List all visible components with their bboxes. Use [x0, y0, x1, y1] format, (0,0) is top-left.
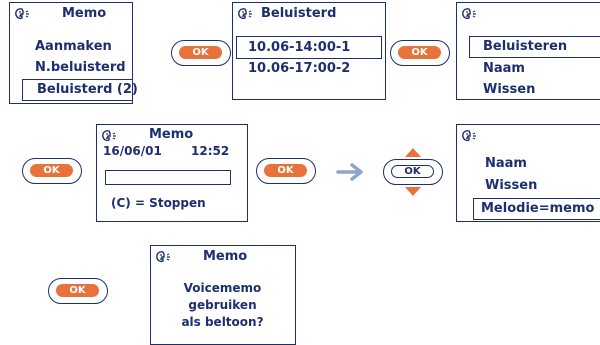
ok-key-icon: OK	[30, 164, 73, 177]
menu-item-naam[interactable]: Naam	[485, 156, 527, 171]
selected-item-frame	[469, 36, 600, 58]
speaker-face-icon	[15, 8, 29, 20]
stop-hint: (C) = Stoppen	[111, 196, 206, 210]
ok-button[interactable]: OK	[390, 40, 450, 66]
menu-item-melodie-memo[interactable]: Melodie=memo	[481, 201, 595, 216]
menu-item-aanmaken[interactable]: Aanmaken	[35, 39, 112, 54]
speaker-face-icon	[238, 8, 252, 20]
speaker-face-icon	[462, 8, 476, 20]
progress-bar	[105, 170, 231, 185]
ok-button[interactable]: OK	[171, 40, 231, 66]
ok-key-icon: OK	[179, 46, 222, 59]
nav-up-down-icon	[405, 148, 421, 196]
menu-item-beluisteren[interactable]: Beluisteren	[483, 39, 568, 54]
ok-button[interactable]: OK	[256, 158, 316, 184]
question-line: Voicememo	[183, 281, 262, 295]
ok-key-icon: OK	[264, 164, 307, 177]
question-line: gebruiken	[188, 298, 257, 312]
screen-options-menu: Beluisteren Naam Wissen	[456, 2, 600, 100]
selected-item-frame	[22, 79, 133, 101]
screen-title: Memo	[149, 127, 194, 142]
question-line: als beltoon?	[181, 315, 264, 329]
menu-item-naam[interactable]: Naam	[483, 61, 525, 76]
ok-button[interactable]: OK	[22, 158, 82, 184]
speaker-face-icon	[102, 130, 116, 142]
ok-navigation-button[interactable]: OK	[383, 159, 443, 185]
screen-title: Memo	[203, 249, 248, 264]
selected-item-frame	[236, 36, 382, 59]
menu-item-beluisterd[interactable]: Beluisterd (2)	[37, 82, 138, 97]
menu-item-wissen[interactable]: Wissen	[485, 178, 538, 193]
menu-item-wissen[interactable]: Wissen	[483, 82, 536, 97]
screen-memo-recording: Memo 16/06/01 12:52 (C) = Stoppen	[96, 124, 248, 222]
screen-options-menu-melodie: Naam Wissen Melodie=memo	[456, 124, 600, 222]
speaker-face-icon	[462, 130, 476, 142]
list-item[interactable]: 10.06-14:00-1	[248, 40, 351, 55]
recording-date: 16/06/01	[103, 144, 162, 158]
screen-memo-menu: Memo Aanmaken N.beluisterd Beluisterd (2…	[9, 2, 138, 104]
menu-item-n-beluisterd[interactable]: N.beluisterd	[35, 60, 126, 75]
screen-memo-ringtone-question: Memo Voicememo gebruiken als beltoon?	[150, 245, 296, 345]
recording-time: 12:52	[191, 144, 230, 158]
selected-item-frame	[473, 198, 600, 220]
ok-button[interactable]: OK	[48, 278, 108, 304]
screen-beluisterd-list: Beluisterd 10.06-14:00-1 10.06-17:00-2	[232, 2, 386, 100]
speaker-face-icon	[156, 251, 170, 263]
ok-key-icon: OK	[391, 165, 434, 178]
ok-key-icon: OK	[398, 46, 441, 59]
screen-title: Memo	[62, 6, 107, 21]
list-item[interactable]: 10.06-17:00-2	[248, 61, 351, 76]
right-arrow-icon	[336, 163, 363, 181]
screen-title: Beluisterd	[261, 6, 337, 21]
ok-key-icon: OK	[56, 284, 99, 297]
